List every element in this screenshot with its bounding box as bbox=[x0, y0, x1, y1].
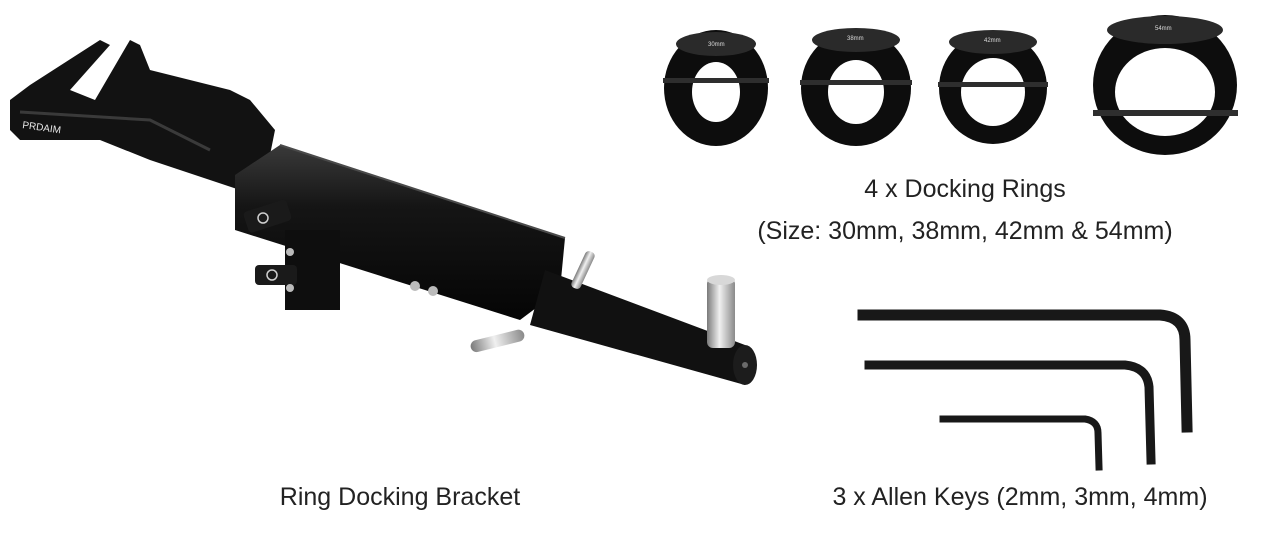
docking-ring-30mm: 30mm bbox=[663, 30, 769, 146]
docking-rings-caption: 4 x Docking Rings bbox=[864, 175, 1066, 203]
docking-ring-38mm: 38mm bbox=[800, 28, 912, 146]
allen-key-4mm bbox=[857, 309, 1193, 433]
bracket-cross-pin-top bbox=[571, 251, 595, 289]
bracket-extension-rod bbox=[530, 270, 745, 385]
docking-rings-sizes-caption: (Size: 30mm, 38mm, 42mm & 54mm) bbox=[757, 217, 1173, 245]
ring-label-42mm: 42mm bbox=[984, 38, 1001, 44]
ring-label-54mm: 54mm bbox=[1155, 26, 1172, 32]
ring-docking-bracket-image: PRDAIM bbox=[10, 40, 757, 385]
allen-keys-caption: 3 x Allen Keys (2mm, 3mm, 4mm) bbox=[832, 483, 1208, 511]
bracket-knob-bottom bbox=[255, 265, 297, 285]
bracket-fork bbox=[10, 40, 275, 190]
allen-keys-image bbox=[857, 309, 1193, 471]
allen-key-3mm bbox=[864, 360, 1156, 465]
docking-ring-54mm: 54mm bbox=[1093, 15, 1238, 155]
bracket-caption: Ring Docking Bracket bbox=[279, 483, 521, 511]
bracket-main-tube bbox=[235, 145, 565, 320]
allen-key-2mm bbox=[939, 415, 1103, 471]
docking-ring-42mm: 42mm bbox=[938, 30, 1048, 144]
ring-label-30mm: 30mm bbox=[708, 42, 725, 48]
bracket-docking-pin bbox=[707, 278, 735, 348]
bracket-logo-text: PRDAIM bbox=[22, 120, 62, 136]
ring-label-38mm: 38mm bbox=[847, 36, 864, 42]
docking-rings-image: 30mm 38mm 42mm 54mm bbox=[663, 15, 1238, 155]
bracket-cross-pin-bottom bbox=[470, 329, 525, 353]
